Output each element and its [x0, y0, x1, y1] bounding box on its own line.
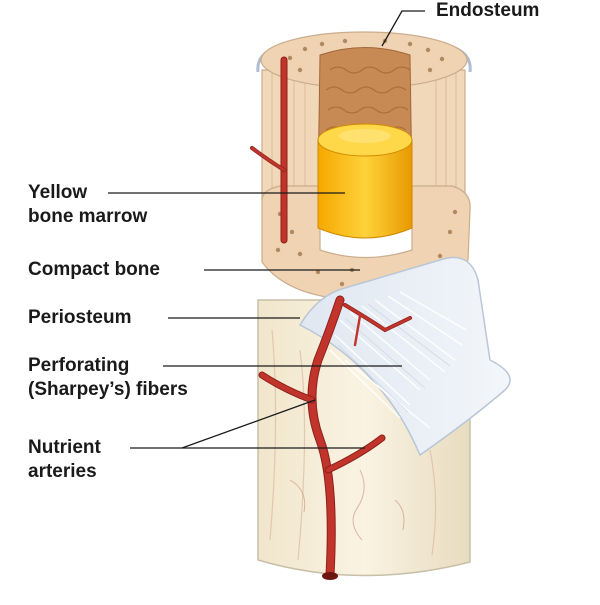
label-periosteum: Periosteum	[28, 307, 132, 328]
label-yellow-bone-marrow-line2: bone marrow	[28, 206, 148, 227]
label-yellow-bone-marrow: Yellow bone marrow	[28, 181, 147, 229]
periosteum-flap	[298, 256, 511, 457]
label-perforating-fibers-line2: (Sharpey’s) fibers	[28, 379, 188, 400]
leader-lines	[108, 10, 425, 449]
label-yellow-bone-marrow-line1: Yellow	[28, 182, 88, 203]
label-endosteum: Endosteum	[436, 0, 540, 21]
label-perforating-fibers: Perforating (Sharpey’s) fibers	[28, 354, 188, 402]
label-nutrient-arteries-line1: Nutrient	[28, 437, 101, 458]
nutrient-arteries	[250, 56, 412, 580]
label-nutrient-arteries-line2: arteries	[28, 461, 97, 482]
label-compact-bone: Compact bone	[28, 259, 160, 280]
yellow-bone-marrow	[317, 139, 413, 239]
label-nutrient-arteries: Nutrient arteries	[28, 436, 101, 484]
sharpeys-fibers	[329, 291, 467, 429]
label-perforating-fibers-line1: Perforating	[28, 355, 130, 376]
